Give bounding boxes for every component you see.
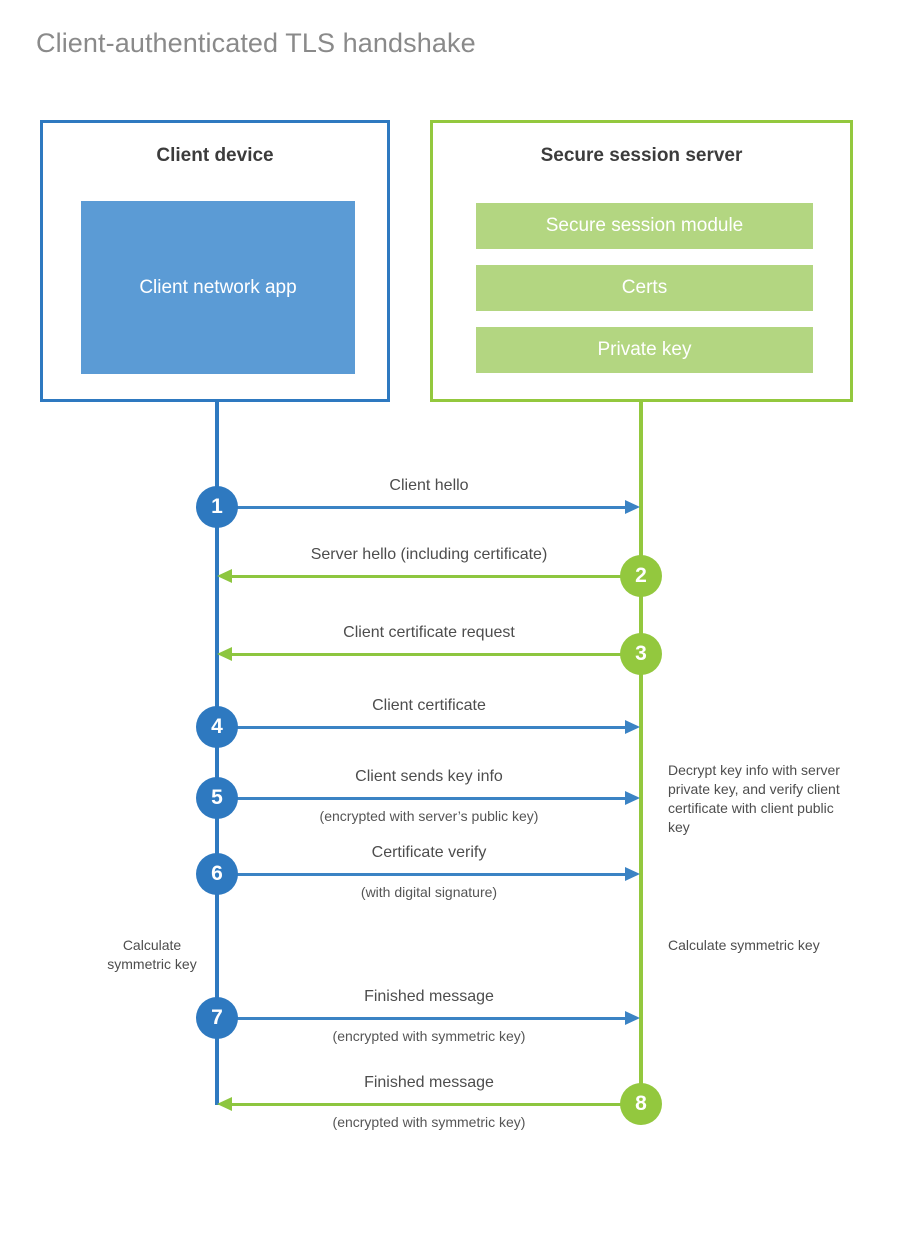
certs-block: Certs [476,265,813,311]
page-title: Client-authenticated TLS handshake [36,28,476,58]
step-badge-3: 3 [620,633,662,675]
arrow-line [217,873,625,876]
arrow-line [217,1017,625,1020]
message-label-2: Server hello (including certificate) [310,546,548,563]
arrow-head-icon [625,1011,640,1025]
arrow-head-icon [625,867,640,881]
step-badge-5: 5 [196,777,238,819]
message-sublabel-8: (encrypted with symmetric key) [332,1114,526,1130]
secure-session-server-title: Secure session server [540,145,743,166]
step-badge-6: 6 [196,853,238,895]
message-label-5: Client sends key info [355,768,503,785]
message-label-1: Client hello [389,477,469,494]
arrow-head-icon [625,500,640,514]
message-sublabel-7: (encrypted with symmetric key) [332,1028,526,1044]
server-lifeline [639,402,643,1105]
message-label-3: Client certificate request [343,624,515,641]
arrow-line [217,797,625,800]
client-network-app-block: Client network app [81,201,355,374]
message-label-8: Finished message [364,1074,494,1091]
server-decrypt-annotation: Decrypt key info with server private key… [668,762,840,835]
step-badge-1: 1 [196,486,238,528]
message-label-6: Certificate verify [371,844,487,861]
step-badge-2: 2 [620,555,662,597]
message-sublabel-6: (with digital signature) [360,884,498,900]
client-device-title: Client device [156,145,274,166]
arrow-head-icon [217,1097,232,1111]
client-lifeline [215,402,219,1105]
arrow-line [217,726,625,729]
secure-session-server-box: Secure session server Secure session mod… [430,120,853,402]
client-calculate-annotation: Calculate symmetric key [107,937,197,972]
secure-session-module-block: Secure session module [476,203,813,249]
arrow-head-icon [625,791,640,805]
step-badge-8: 8 [620,1083,662,1125]
message-label-7: Finished message [364,988,494,1005]
private-key-block: Private key [476,327,813,373]
step-badge-4: 4 [196,706,238,748]
step-badge-7: 7 [196,997,238,1039]
arrow-head-icon [625,720,640,734]
arrow-line [232,1103,641,1106]
message-label-4: Client certificate [372,697,486,714]
message-sublabel-5: (encrypted with server’s public key) [319,808,539,824]
arrow-line [232,653,641,656]
arrow-head-icon [217,647,232,661]
arrow-line [232,575,641,578]
arrow-line [217,506,625,509]
arrow-head-icon [217,569,232,583]
client-device-box: Client device Client network app [40,120,390,402]
server-calculate-annotation: Calculate symmetric key [668,937,820,953]
